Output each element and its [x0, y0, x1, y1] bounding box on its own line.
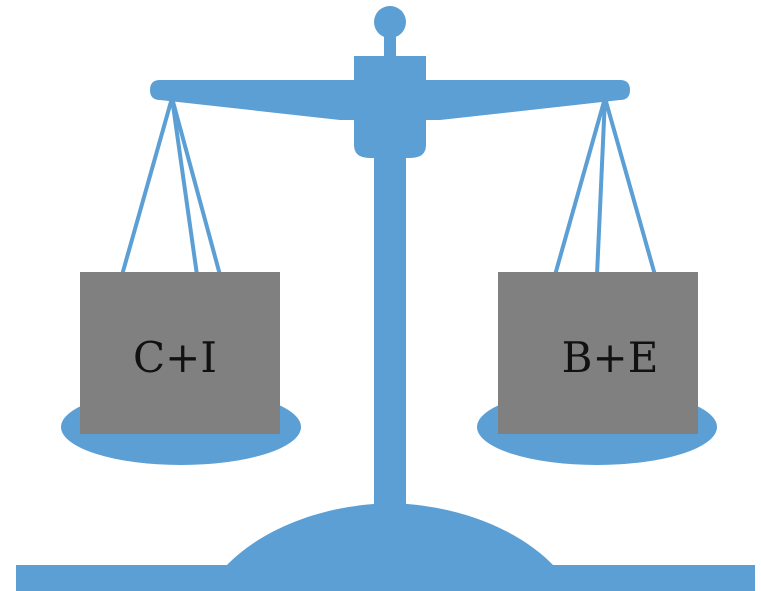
base-bar [16, 565, 755, 591]
right-box-label: B+E [562, 333, 659, 382]
beam [150, 80, 630, 120]
right-strings [555, 98, 655, 275]
base-dome [225, 503, 555, 567]
left-box-label: C+I [133, 333, 217, 382]
pillar [374, 140, 406, 512]
knob-neck [384, 30, 396, 60]
left-strings [122, 98, 220, 275]
